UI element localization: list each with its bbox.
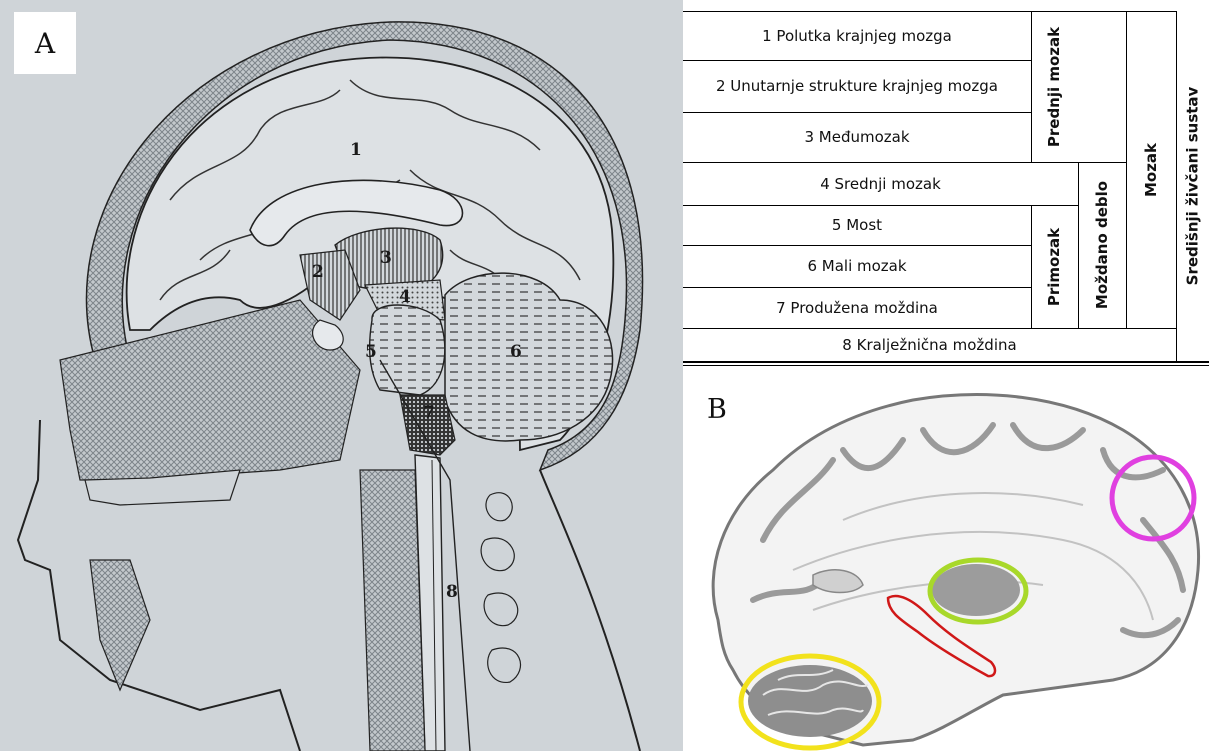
group-label-sredisnji-zivcani-sustav: Središnji živčani sustav — [1176, 11, 1209, 361]
head-sagittal-drawing: 1 2 3 4 5 6 7 8 — [0, 0, 683, 751]
panel-a-letter: A — [14, 12, 76, 74]
label-8: 8 — [446, 582, 458, 602]
label-7: 7 — [423, 403, 435, 423]
brain-division-table: 1 Polutka krajnjeg mozga 2 Unutarnje str… — [683, 0, 1209, 366]
brain-slice-drawing: B — [683, 370, 1209, 751]
table-row-label: 2 Unutarnje strukture krajnjeg mozga — [683, 60, 1031, 112]
neck-back — [540, 470, 640, 751]
group-label-mozak: Mozak — [1126, 11, 1176, 328]
panel-b-brain-slice: B — [683, 370, 1209, 751]
panel-a-head-diagram: 1 2 3 4 5 6 7 8 A — [0, 0, 683, 751]
label-6: 6 — [510, 342, 522, 362]
group-label-mozdano-deblo: Moždano deblo — [1078, 162, 1126, 328]
pons-region — [370, 305, 445, 395]
table-line — [683, 365, 1209, 366]
panel-b-letter: B — [707, 394, 727, 425]
label-1: 1 — [350, 140, 362, 160]
thalamus-tissue — [932, 564, 1020, 616]
table-row-label: 1 Polutka krajnjeg mozga — [683, 11, 1031, 60]
label-5: 5 — [365, 342, 377, 362]
label-4: 4 — [399, 287, 411, 307]
table-row-label: 4 Srednji mozak — [683, 162, 1078, 205]
label-3: 3 — [380, 248, 392, 268]
vertebral-column — [360, 470, 425, 751]
label-2: 2 — [312, 262, 324, 282]
table-row-label: 5 Most — [683, 205, 1031, 245]
table-line — [683, 361, 1209, 363]
table-row-label: 8 Kralježnična moždina — [683, 328, 1176, 361]
group-label-primozak: Primozak — [1031, 205, 1078, 328]
table-row-label: 3 Međumozak — [683, 112, 1031, 162]
spinous-processes — [481, 493, 520, 683]
table-row-label: 6 Mali mozak — [683, 245, 1031, 287]
table-row-label: 7 Produžena moždina — [683, 287, 1031, 328]
group-label-prednji-mozak: Prednji mozak — [1031, 11, 1078, 162]
